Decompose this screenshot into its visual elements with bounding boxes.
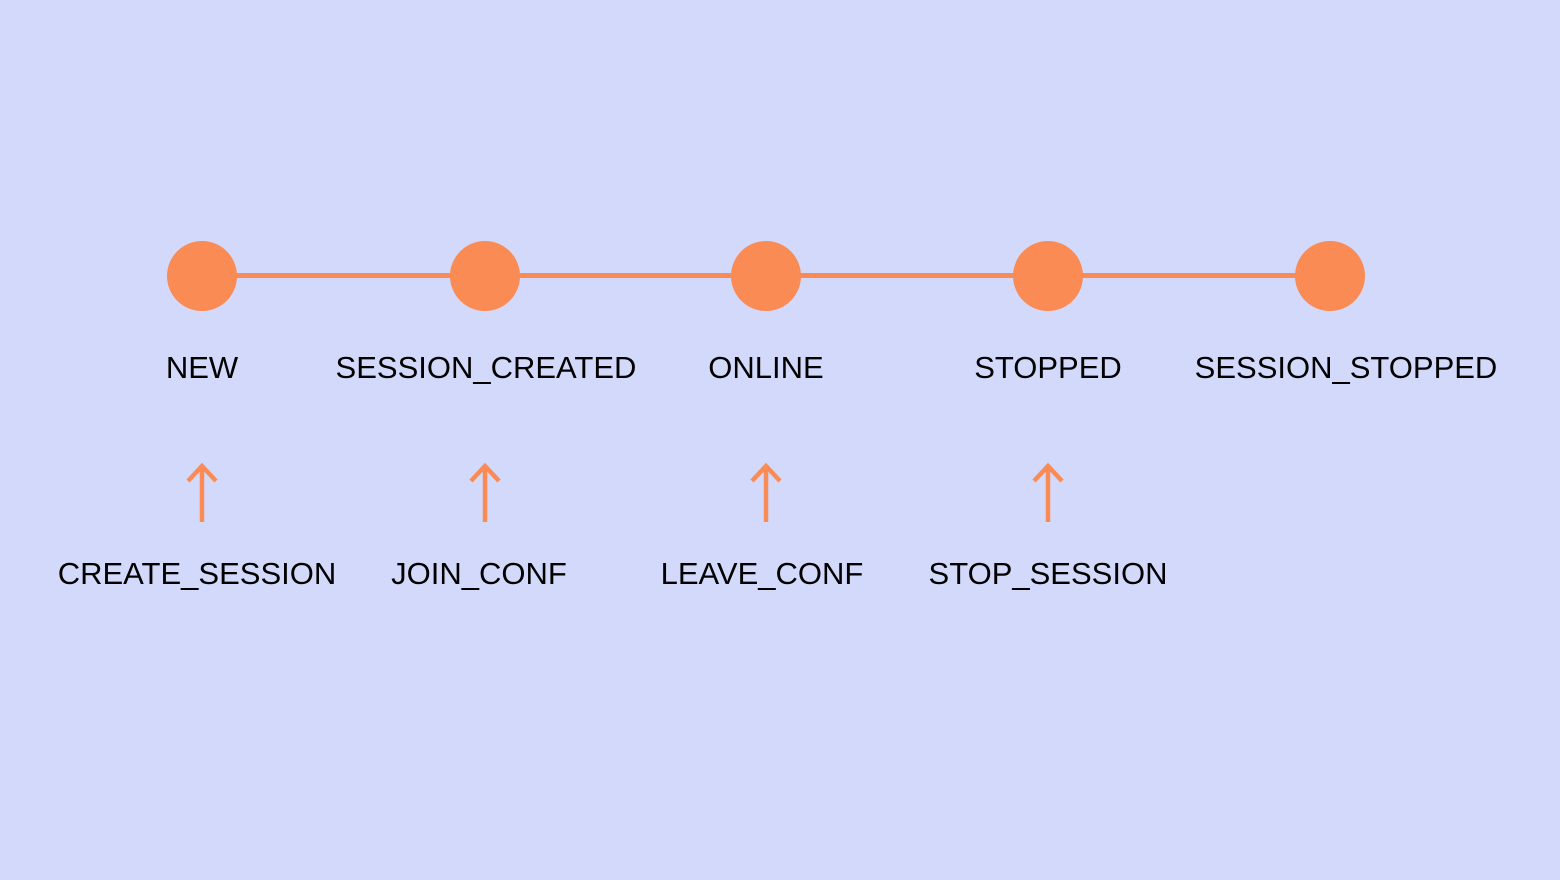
- transition-label-leave-conf: LEAVE_CONF: [660, 556, 864, 591]
- up-arrow-icon: [1032, 462, 1064, 522]
- transition-label-join-conf: JOIN_CONF: [391, 556, 567, 591]
- state-node-new: [167, 241, 237, 311]
- state-label-session-created: SESSION_CREATED: [335, 350, 637, 385]
- state-node-session-stopped: [1295, 241, 1365, 311]
- up-arrow-icon: [750, 462, 782, 522]
- up-arrow-icon: [469, 462, 501, 522]
- state-node-online: [731, 241, 801, 311]
- state-label-stopped: STOPPED: [974, 350, 1122, 385]
- state-label-new: NEW: [165, 350, 239, 385]
- transition-label-create-session: CREATE_SESSION: [57, 556, 337, 591]
- state-label-online: ONLINE: [708, 350, 824, 385]
- state-node-session-created: [450, 241, 520, 311]
- state-node-stopped: [1013, 241, 1083, 311]
- state-label-session-stopped: SESSION_STOPPED: [1194, 350, 1498, 385]
- up-arrow-icon: [186, 462, 218, 522]
- transition-label-stop-session: STOP_SESSION: [928, 556, 1168, 591]
